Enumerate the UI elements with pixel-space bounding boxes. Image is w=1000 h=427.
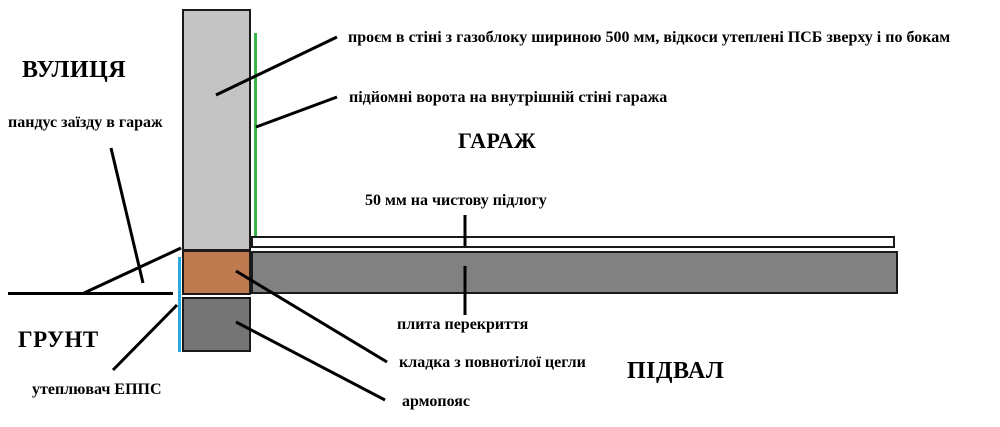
floor-screed-block	[251, 236, 895, 248]
annotation-gate: підйомні ворота на внутрішній стіні гара…	[349, 89, 668, 106]
zone-label-basement: ПІДВАЛ	[627, 358, 725, 384]
epps-insulation-line	[178, 257, 181, 352]
annotation-brick: кладка з повнотілої цегли	[399, 354, 586, 371]
brick-masonry-block	[182, 250, 251, 295]
ramp-line	[83, 246, 182, 295]
annotation-opening: проєм в стіні з газоблоку шириною 500 мм…	[348, 29, 951, 46]
insulation-leader-line	[111, 303, 179, 372]
zone-label-street: ВУЛИЦЯ	[22, 57, 127, 83]
annotation-slab: плита перекриття	[397, 316, 529, 333]
zone-label-garage: ГАРАЖ	[458, 128, 537, 153]
ramp-leader-line	[109, 147, 145, 284]
annotation-screed: 50 мм на чистову підлогу	[365, 192, 547, 209]
lifting-gate-line	[254, 33, 257, 236]
floor-slab-block	[251, 251, 898, 294]
annotation-armobelt: армопояс	[402, 393, 471, 410]
zone-label-soil: ГРУНТ	[18, 327, 99, 352]
armobelt-block	[182, 297, 251, 352]
gasblock-wall-block	[182, 9, 251, 251]
armobelt-leader-line	[235, 320, 386, 402]
annotation-ramp: пандус заїзду в гараж	[8, 114, 163, 131]
annotation-insulation: утеплювач ЕППС	[32, 381, 162, 398]
gate-leader-line	[255, 95, 338, 129]
